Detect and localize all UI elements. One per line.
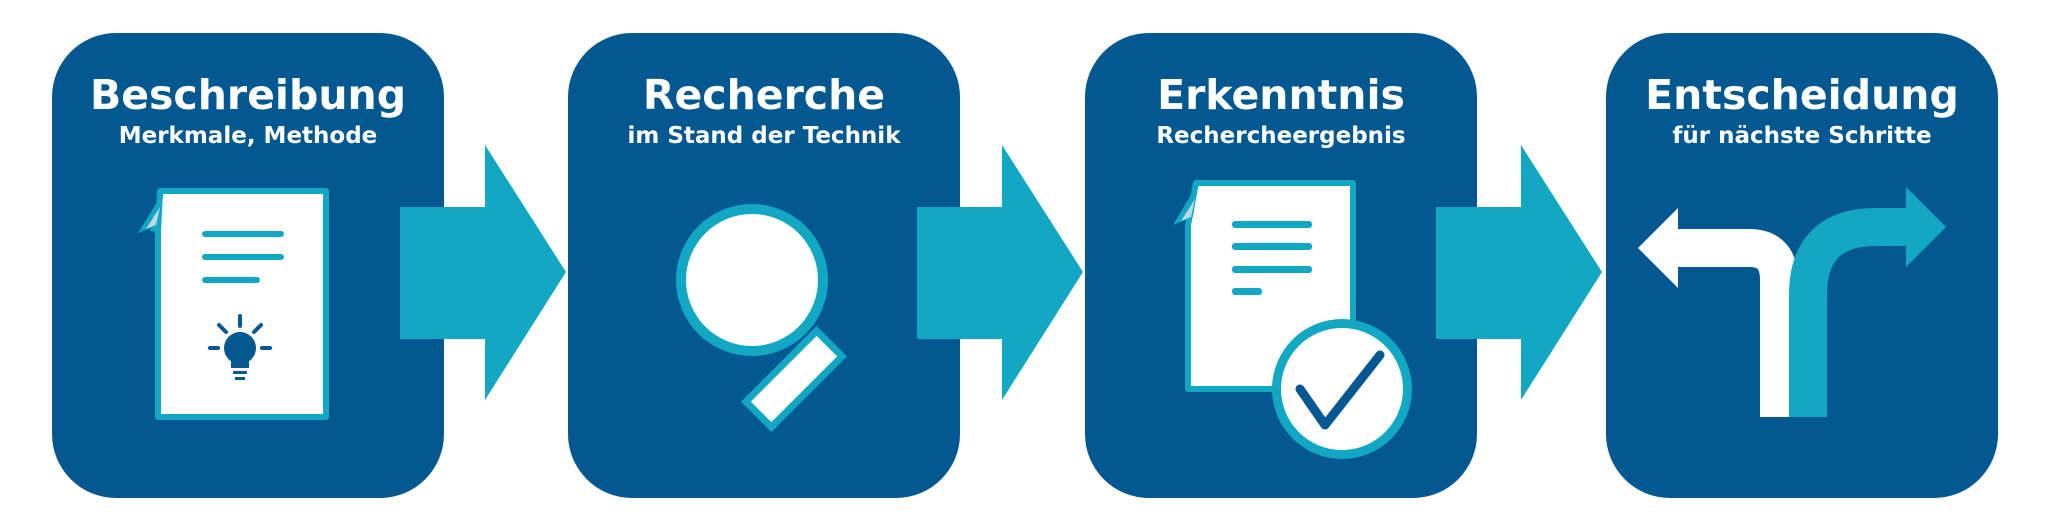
step-subtitle: für nächste Schritte	[1672, 123, 1932, 149]
step-erkenntnis: Erkenntnis Rechercheergebnis	[1085, 33, 1477, 498]
document-lightbulb-icon	[138, 188, 329, 420]
step-title: Erkenntnis	[1157, 71, 1405, 119]
step-entscheidung: Entscheidung für nächste Schritte	[1606, 33, 1998, 498]
arrow-right-icon	[1436, 145, 1602, 400]
step-recherche: Recherche im Stand der Technik	[568, 33, 960, 498]
step-subtitle: Rechercheergebnis	[1156, 123, 1406, 149]
step-beschreibung: Beschreibung Merkmale, Methode	[52, 33, 444, 498]
step-subtitle: Merkmale, Methode	[118, 123, 378, 149]
step-title: Recherche	[642, 71, 886, 119]
fork-arrows-icon	[1638, 187, 1946, 417]
step-title: Entscheidung	[1645, 71, 1959, 119]
arrow-right-icon	[917, 145, 1083, 400]
step-subtitle: im Stand der Technik	[627, 123, 901, 149]
magnifier-icon	[676, 204, 848, 433]
arrow-right-icon	[400, 145, 566, 400]
document-check-icon	[1173, 180, 1412, 459]
step-title: Beschreibung	[89, 71, 407, 119]
